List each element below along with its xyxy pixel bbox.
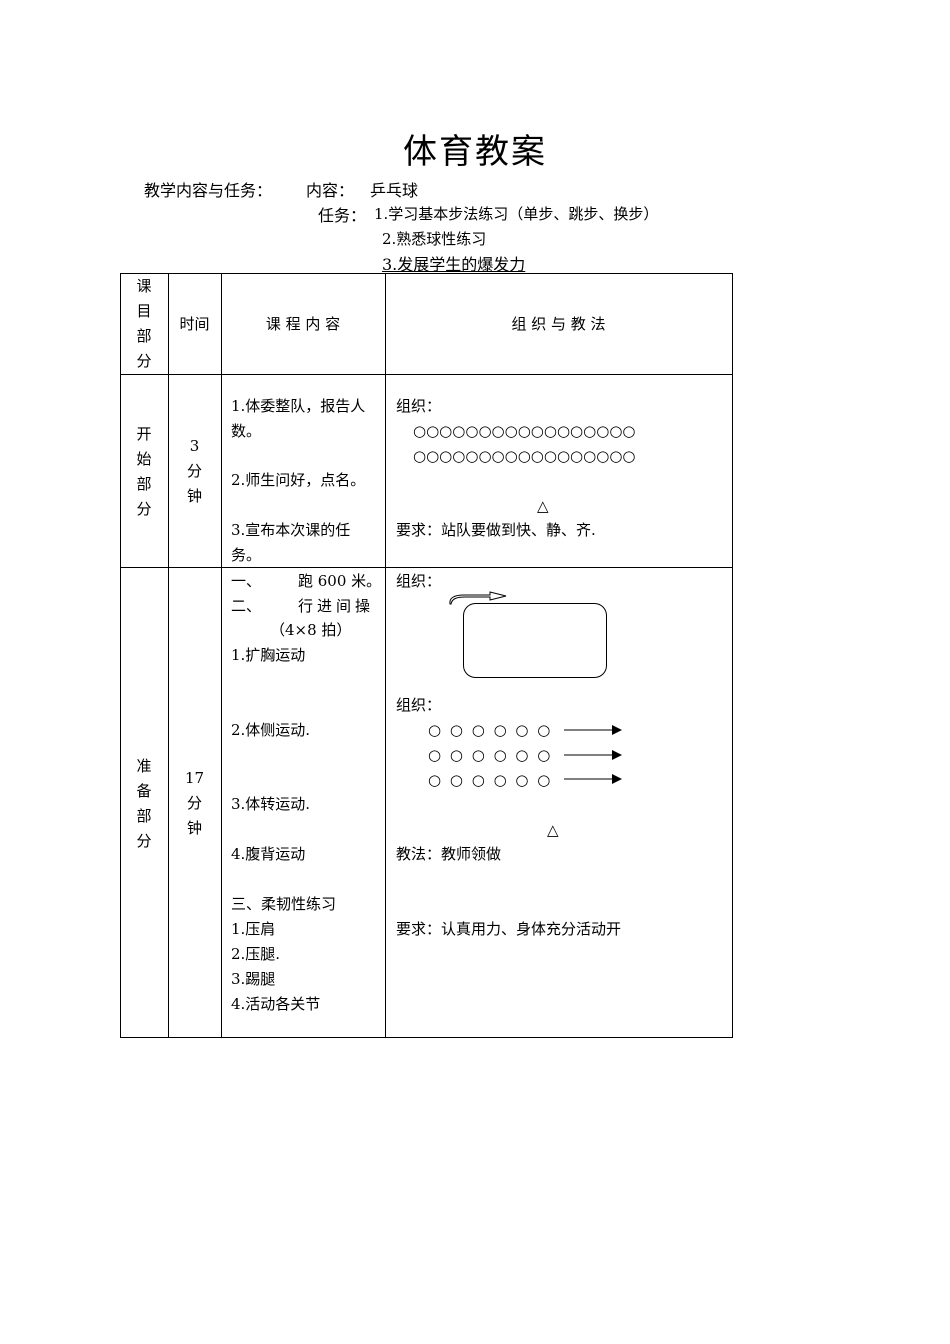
task-item-1: 1.学习基本步法练习（单步、跳步、换步） bbox=[374, 205, 659, 223]
row2-circle-row-2: ○ ○ ○ ○ ○ ○ bbox=[428, 746, 551, 764]
row1-org-label: 组织： bbox=[396, 397, 442, 415]
row1-content-2: 2.师生问好，点名。 bbox=[231, 471, 366, 489]
row2-item2-text: 行进间操 bbox=[298, 597, 375, 615]
header-content: 课 程 内 容 bbox=[265, 315, 341, 333]
row2-item2-num: 二、 bbox=[231, 597, 262, 615]
row1-circle-row-2: ○○○○○○○○○○○○○○○○○ bbox=[413, 447, 636, 465]
row2-stretch-2: 2.压腿. bbox=[231, 945, 281, 963]
table-col-divider-2 bbox=[221, 273, 222, 1038]
arrow-right-icon bbox=[564, 725, 622, 735]
row1-content-1a: 1.体委整队，报告人 bbox=[231, 397, 366, 415]
arrow-right-icon bbox=[564, 750, 622, 760]
row1-content-3b: 务。 bbox=[231, 546, 262, 564]
table-border-bottom bbox=[120, 1037, 733, 1038]
row2-exercise-3: 3.体转运动. bbox=[231, 795, 311, 813]
row1-circle-row-1: ○○○○○○○○○○○○○○○○○ bbox=[413, 422, 636, 440]
row2-circle-row-3: ○ ○ ○ ○ ○ ○ bbox=[428, 771, 551, 789]
header-time: 时间 bbox=[179, 315, 210, 333]
table-col-divider-3 bbox=[385, 273, 386, 1038]
table-divider-row bbox=[120, 567, 733, 568]
row2-exercise-4: 4.腹背运动 bbox=[231, 845, 306, 863]
running-track-diagram bbox=[449, 591, 607, 678]
row2-org-label-1: 组织： bbox=[396, 572, 442, 590]
arrow-right-icon bbox=[564, 774, 622, 784]
task-item-2: 2.熟悉球性练习 bbox=[382, 230, 487, 248]
row1-content-1b: 数。 bbox=[231, 422, 262, 440]
content-value: 乒乓球 bbox=[370, 181, 419, 200]
row2-teacher-marker: △ bbox=[547, 821, 559, 839]
row1-teacher-marker: △ bbox=[537, 497, 549, 515]
row2-teaching-method: 教法：教师领做 bbox=[396, 845, 502, 863]
table-divider-header bbox=[120, 374, 733, 375]
row1-section: 开 始 部 分 bbox=[136, 425, 152, 518]
row2-stretch-1: 1.压肩 bbox=[231, 920, 276, 938]
march-direction-arrows bbox=[564, 725, 622, 784]
row2-org-label-2: 组织： bbox=[396, 696, 442, 714]
row2-item2-sub: （4×8 拍） bbox=[270, 621, 352, 639]
row1-time: 3 分 钟 bbox=[186, 437, 202, 505]
header-method: 组 织 与 教 法 bbox=[511, 315, 606, 333]
content-task-label: 教学内容与任务： bbox=[144, 181, 273, 200]
row2-stretch-3: 3.踢腿 bbox=[231, 970, 276, 988]
table-border-top bbox=[120, 273, 733, 274]
page-title: 体育教案 bbox=[403, 132, 547, 172]
curved-arrow-icon bbox=[449, 591, 507, 605]
task-key: 任务： bbox=[318, 206, 367, 225]
row2-section: 准 备 部 分 bbox=[136, 757, 152, 850]
row2-time: 17 分 钟 bbox=[184, 769, 205, 837]
header-section: 课 目 部 分 bbox=[136, 277, 152, 370]
row2-stretch-4: 4.活动各关节 bbox=[231, 995, 321, 1013]
track-rounded-rect bbox=[463, 603, 607, 678]
row2-requirement: 要求：认真用力、身体充分活动开 bbox=[396, 920, 622, 938]
row2-exercise-2: 2.体侧运动. bbox=[231, 721, 311, 739]
row2-item3: 三、柔韧性练习 bbox=[231, 895, 337, 913]
task-item-3: 3.发展学生的爆发力 bbox=[382, 255, 526, 274]
row2-exercise-1: 1.扩胸运动 bbox=[231, 646, 306, 664]
row1-requirement: 要求：站队要做到快、静、齐. bbox=[396, 521, 596, 539]
content-key: 内容： bbox=[306, 181, 355, 200]
row2-item1-num: 一、 bbox=[231, 572, 262, 590]
table-border-right bbox=[732, 273, 733, 1038]
table-border-left bbox=[120, 273, 121, 1038]
row2-item1-text: 跑 600 米。 bbox=[298, 572, 382, 590]
row2-circle-row-1: ○ ○ ○ ○ ○ ○ bbox=[428, 721, 551, 739]
row1-content-3a: 3.宣布本次课的任 bbox=[231, 521, 351, 539]
table-col-divider-1 bbox=[168, 273, 169, 1038]
